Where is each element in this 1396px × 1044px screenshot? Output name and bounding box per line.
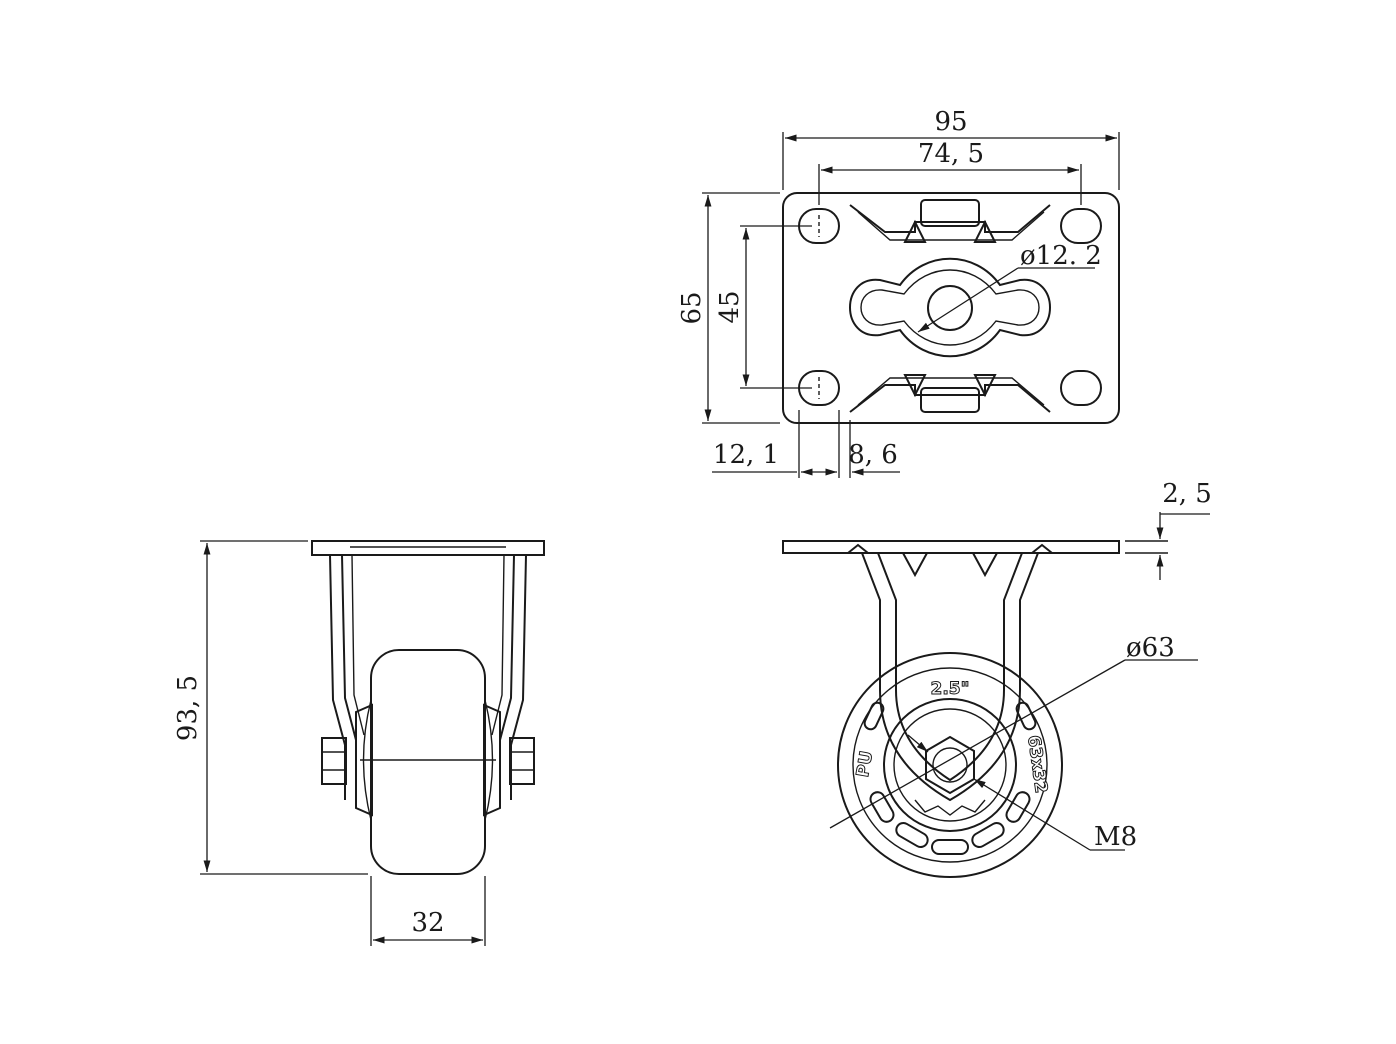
front-wheel-tread (370, 649, 486, 875)
wheel-slots (863, 701, 1037, 855)
mounting-plate-outline (782, 192, 1120, 424)
dim-axle-size: M8 (1094, 822, 1137, 852)
dim-total-height: 93, 5 (173, 675, 203, 741)
center-cutout (849, 257, 1051, 358)
top-nut (920, 199, 980, 227)
top-rib (849, 204, 1051, 233)
dim-center-hole-dia: ø12. 2 (1020, 241, 1102, 271)
side-view: 2.5" PU 63x32 ø63 M8 2, 5 (782, 479, 1212, 878)
dim-slot-width: 8, 6 (848, 440, 898, 470)
front-axle-nut-right (509, 737, 535, 785)
side-plate (782, 540, 1120, 554)
bolt-slot-bottom-right (1060, 370, 1102, 406)
front-view: 93, 5 32 (173, 540, 545, 946)
wheel-code-marking: 63x32 (1023, 734, 1051, 794)
side-wheel (837, 652, 1063, 878)
front-hub (355, 703, 373, 817)
dim-hole-offset: 12, 1 (713, 440, 779, 470)
dim-hole-spacing-x: 74, 5 (918, 139, 984, 169)
dim-hole-spacing-y: 45 (715, 290, 745, 323)
bolt-slot-top-right (1060, 208, 1102, 244)
bottom-nut (920, 387, 980, 413)
side-fork (861, 552, 1039, 802)
dim-plate-height: 65 (677, 291, 707, 324)
front-plate (311, 540, 545, 556)
wheel-size-marking: 2.5" (931, 679, 970, 699)
dim-wheel-width: 32 (411, 908, 444, 938)
bottom-rib (849, 384, 1051, 413)
dim-wheel-dia: ø63 (1126, 633, 1175, 663)
dim-plate-width: 95 (934, 107, 967, 137)
top-view: 95 74, 5 65 45 ø12. 2 12, 1 8, 6 (677, 107, 1120, 478)
front-axle-nut-left (321, 737, 347, 785)
dim-plate-thickness: 2, 5 (1162, 479, 1212, 509)
center-hole (927, 285, 973, 331)
wheel-material-marking: PU (853, 749, 877, 778)
